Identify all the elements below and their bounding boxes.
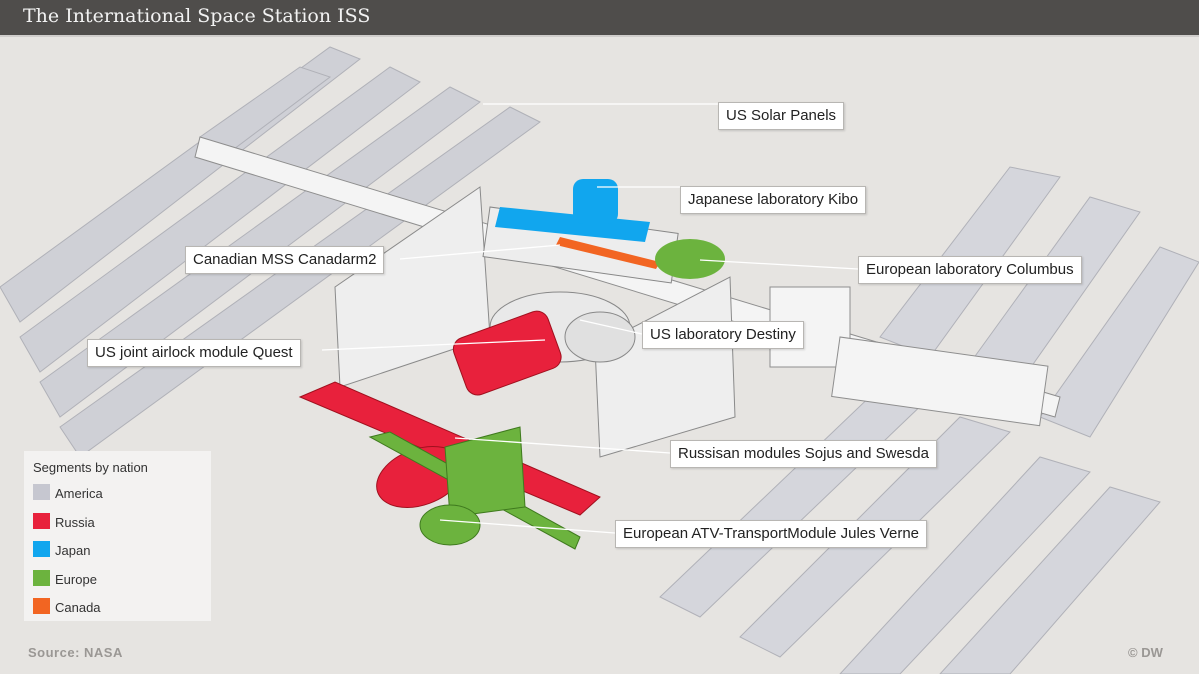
copyright: © DW bbox=[1128, 645, 1163, 660]
label-destiny: US laboratory Destiny bbox=[642, 321, 804, 349]
legend-title: Segments by nation bbox=[33, 460, 148, 475]
legend-swatch bbox=[33, 513, 50, 529]
legend-swatch bbox=[33, 598, 50, 614]
label-russian-modules: Russisan modules Sojus and Swesda bbox=[670, 440, 937, 468]
page-title: The International Space Station ISS bbox=[23, 5, 371, 27]
source-note: Source: NASA bbox=[28, 645, 123, 660]
legend-label: Russia bbox=[55, 515, 95, 530]
legend-label: Canada bbox=[55, 600, 101, 615]
legend: Segments by nation America Russia Japan … bbox=[24, 451, 211, 621]
legend-swatch bbox=[33, 484, 50, 500]
label-atv: European ATV-TransportModule Jules Verne bbox=[615, 520, 928, 548]
label-us-solar-panels: US Solar Panels bbox=[718, 102, 845, 130]
legend-label: Japan bbox=[55, 543, 91, 558]
european-atv bbox=[368, 426, 581, 550]
legend-label: Europe bbox=[55, 572, 97, 587]
label-canadarm2: Canadian MSS Canadarm2 bbox=[185, 246, 385, 274]
solar-panels-right bbox=[659, 166, 1199, 674]
title-bar: The International Space Station ISS bbox=[0, 0, 1199, 37]
legend-label: America bbox=[55, 486, 103, 501]
legend-swatch bbox=[33, 541, 50, 557]
label-quest: US joint airlock module Quest bbox=[87, 339, 301, 367]
label-columbus: European laboratory Columbus bbox=[858, 256, 1082, 284]
label-kibo: Japanese laboratory Kibo bbox=[680, 186, 867, 214]
leader-lines bbox=[321, 103, 859, 534]
legend-swatch bbox=[33, 570, 50, 586]
